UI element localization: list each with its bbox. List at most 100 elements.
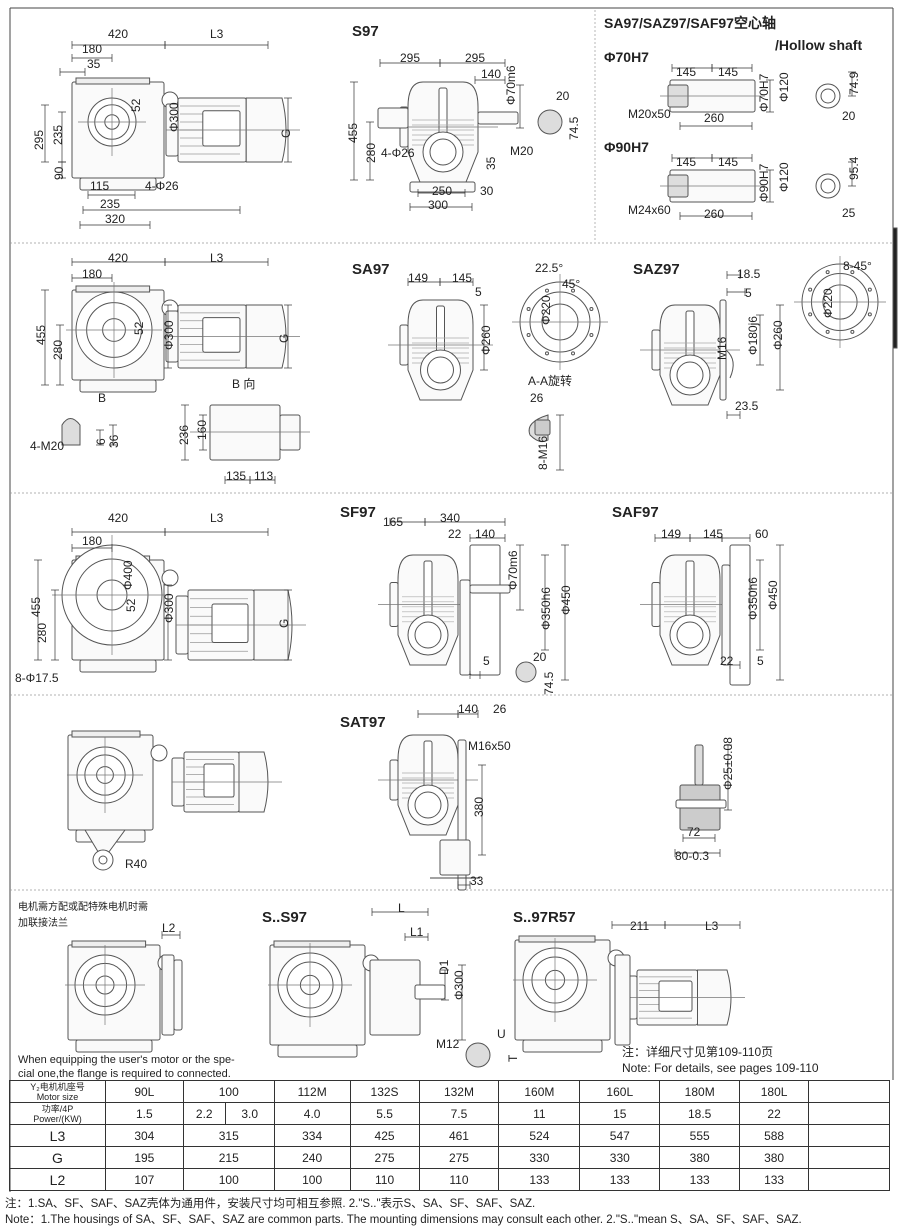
- s97-dimension-label: 280: [364, 142, 378, 163]
- dimension-line: [516, 544, 524, 611]
- cell: 3.0: [224, 1102, 275, 1125]
- bottom-dimension-label: 211: [630, 919, 650, 933]
- sa97-side-dimension-label: 420: [108, 251, 129, 265]
- sa97-side-dimension-label: B 向: [232, 377, 256, 391]
- sf97-side-dimension-label: 455: [29, 596, 43, 617]
- saz97-flange: [719, 299, 734, 401]
- s97-side-dimension-label: G: [279, 128, 293, 138]
- sa97-side-dimension-label: 113: [254, 469, 274, 483]
- dimension-line: [664, 921, 741, 929]
- sf97-dimension-label: 140: [475, 527, 496, 541]
- sa97-side-dimension-label: 6: [94, 438, 108, 445]
- sat97-dimension-label: Φ25±0.08: [721, 737, 735, 790]
- dimension-line: [71, 54, 113, 62]
- sf97-dimension-label: Φ350h6: [539, 587, 553, 630]
- sf97-side-dimension-label: 180: [82, 534, 103, 548]
- s97-side-dimension-label: 52: [129, 98, 143, 112]
- cell: 380: [659, 1146, 741, 1169]
- cell: 275: [418, 1146, 500, 1169]
- dimension-line: [480, 304, 488, 371]
- bottom-dimension-label: U: [497, 1027, 506, 1041]
- cell: 160L: [579, 1080, 661, 1103]
- cell: 7.5: [418, 1102, 500, 1125]
- sa97-side-dimension-label: G: [277, 333, 291, 343]
- sa97-front-view: [388, 299, 493, 401]
- s97-side-view: [71, 77, 300, 191]
- dimension-line: [776, 304, 784, 391]
- saz97-title: SAZ97: [633, 261, 680, 278]
- s97-side-dimension-label: 320: [105, 212, 126, 226]
- saz97-dimension-label: M16: [715, 336, 729, 360]
- dimension-line: [164, 528, 269, 536]
- dimension-line: [417, 710, 459, 718]
- s-97r57-view: [513, 935, 745, 1053]
- sf97-side-dimension-label: G: [277, 618, 291, 628]
- hollow-dimension-label: 95.4: [847, 156, 861, 180]
- saz97-dimension-label: 23.5: [735, 399, 759, 413]
- empty-cell: [808, 1168, 890, 1191]
- sa97-dimension-label: 5: [475, 285, 482, 299]
- saf97-dimension-label: Φ350h6: [746, 577, 760, 620]
- sa97-dimension-label: Φ260: [479, 325, 493, 355]
- hollow-dimension-label: 260: [704, 111, 725, 125]
- cell: 180L: [739, 1080, 810, 1103]
- dimension-line: [726, 411, 741, 419]
- sat97-dimension-label: M16x50: [468, 739, 511, 753]
- note-english: Note：1.The housings of SA、SF、SAF、SAZ are…: [5, 1214, 802, 1226]
- sa97-side-dimension-label: L3: [210, 251, 224, 265]
- dimension-line: [478, 764, 486, 856]
- cell: 100: [273, 1168, 351, 1191]
- key-section-sf97: [515, 661, 537, 683]
- saf97-title: SAF97: [612, 504, 659, 521]
- row-label: L3: [9, 1124, 106, 1147]
- cell: 133: [498, 1168, 581, 1191]
- s97-shaft: [377, 107, 519, 193]
- sat97-dimension-label: 380: [472, 796, 486, 817]
- sa97-dimension-label: 45°: [562, 277, 581, 291]
- dimension-line: [51, 589, 59, 661]
- s97-side-dimension-label: 295: [32, 129, 46, 150]
- s97-title: S97: [352, 23, 379, 40]
- dimension-line: [71, 544, 113, 552]
- cell: 215: [182, 1146, 275, 1169]
- s97-side-dimension-label: 235: [100, 197, 121, 211]
- flange-adapter-view: [65, 940, 175, 1053]
- dimension-line: [439, 278, 474, 286]
- dimension-line: [711, 64, 753, 72]
- cell: 110: [349, 1168, 420, 1191]
- dimension-line: [561, 544, 569, 681]
- sf97-side-view: [52, 535, 306, 673]
- dimension-line: [164, 304, 172, 369]
- bottom-dimension-label: 电机需方配或配特殊电机时需: [18, 902, 148, 913]
- header-cn: Y₂电机机座号: [30, 1081, 85, 1092]
- s-s97-view: [268, 940, 380, 1058]
- cell: 133: [739, 1168, 810, 1191]
- dimension-line: [366, 121, 374, 181]
- hollow-shaft-90: [660, 169, 841, 203]
- cell: 461: [418, 1124, 500, 1147]
- sf97-dimension-label: 20: [533, 650, 547, 664]
- dimension-line: [199, 414, 207, 451]
- hollow-dimension-label: 145: [718, 155, 739, 169]
- cell: 330: [498, 1146, 581, 1169]
- saz97-dimension-label: Φ180j6: [746, 316, 760, 355]
- dimension-line: [424, 518, 506, 526]
- hollow-title: Φ70H7: [604, 49, 649, 65]
- dimension-line: [469, 534, 506, 542]
- s97-side-dimension-label: L3: [210, 27, 224, 41]
- hollow-dimension-label: 145: [676, 155, 697, 169]
- cell: 2.2: [182, 1102, 226, 1125]
- cell: 112M: [273, 1080, 351, 1103]
- cell: 15: [579, 1102, 661, 1125]
- hollow-dimension-label: 145: [676, 65, 697, 79]
- sa97-side-dimension-label: 36: [107, 434, 121, 448]
- sat97-dimension-label: 26: [493, 702, 507, 716]
- saz97-dimension-label: 8-45°: [843, 259, 872, 273]
- s97-side-dimension-label: 235: [51, 124, 65, 145]
- bottom-dimension-label: L1: [410, 925, 424, 939]
- saf97-dimension-label: Φ450: [766, 580, 780, 610]
- sf97-side-dimension-label: Φ300: [162, 593, 176, 623]
- sa97-side-view: [66, 282, 300, 393]
